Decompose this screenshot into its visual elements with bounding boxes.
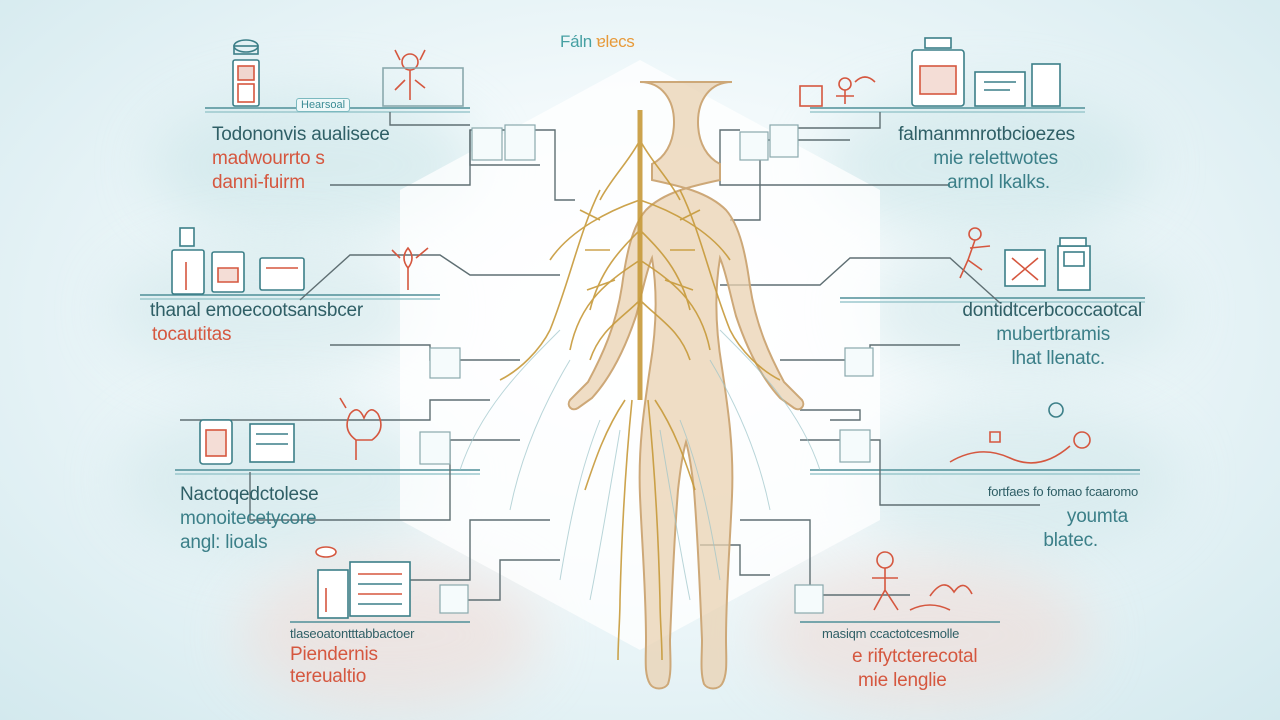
title-part-1: Fáln	[560, 32, 592, 51]
panel-bottom-right-line-2: e rifytcterecotal	[852, 646, 978, 667]
appliance-icon	[911, 37, 1061, 107]
panel-mid-left-line-1: thanal emoecootsansbcer	[150, 300, 363, 321]
panel-bottom-left-line-3: tereualtio	[290, 666, 367, 687]
panel-low-right-line-2: youmta	[1066, 506, 1128, 527]
panel-top-right-line-1: falmanmnrotbcioezes	[898, 124, 1075, 145]
peripheral-nerve-threads	[459, 329, 821, 601]
junction-boxes	[419, 124, 874, 614]
runner-icon	[959, 227, 991, 279]
panel-low-right-line-1: fortfaes fo fomao fcaaromo	[987, 484, 1138, 499]
panel-bottom-right-line-3: mie lenglie	[858, 670, 947, 691]
connector-lines	[180, 112, 1040, 601]
title-part-2: ɐlecs	[596, 32, 635, 51]
panel-mid-left-line-2: tocautitas	[152, 324, 232, 345]
plant-figure-icon	[391, 246, 429, 290]
nervous-system-lines	[499, 110, 781, 661]
glow-low-right	[850, 400, 1180, 560]
reclining-figure-icon	[949, 402, 1091, 464]
panel-top-right-line-2: mie relettwotes	[933, 148, 1058, 169]
panel-top-left-line-3: danni-fuirm	[212, 172, 305, 193]
panel-low-left-line-1: Nactoqedctolese	[180, 484, 319, 505]
panel-bottom-left-line-1: tlaseoatontttabbactoer	[290, 626, 415, 641]
heart-plant-icon	[339, 397, 382, 460]
panel-mid-right-line-2: mubertbramis	[996, 324, 1110, 345]
panel-bottom-left-line-2: Piendernis	[290, 644, 378, 665]
panel-top-right-line-3: armol lkalks.	[947, 172, 1050, 193]
bottle-icon	[171, 227, 305, 295]
human-body-silhouette	[567, 81, 805, 690]
panel-tag-top-left: Hearsoal	[296, 98, 351, 112]
cooking-pot-icon	[232, 39, 260, 107]
pan-icon	[872, 551, 973, 611]
panel-top-left-line-2: madwourrto s	[212, 148, 325, 169]
hand-plant-icon	[382, 49, 464, 107]
panel-mid-right-line-1: dontidtcerbcoccaotcal	[962, 300, 1142, 321]
monitor-icon	[1004, 237, 1091, 291]
panel-low-left-line-3: angl: lioals	[180, 532, 268, 553]
panel-mid-right-line-3: lhat llenatc.	[1011, 348, 1105, 369]
figure-icon	[799, 76, 876, 107]
panel-low-right-line-3: blatec.	[1043, 530, 1098, 551]
panel-bottom-right-line-1: masiqm ccactotcesmolle	[822, 626, 960, 641]
panel-top-left-line-1: Todononvis aualisece	[212, 124, 390, 145]
jar-icon	[199, 419, 295, 465]
diagram-title: Fáln ɐlecs	[560, 32, 635, 52]
panel-low-left-line-2: monoitecetycore	[180, 508, 317, 529]
document-icon	[315, 546, 411, 619]
